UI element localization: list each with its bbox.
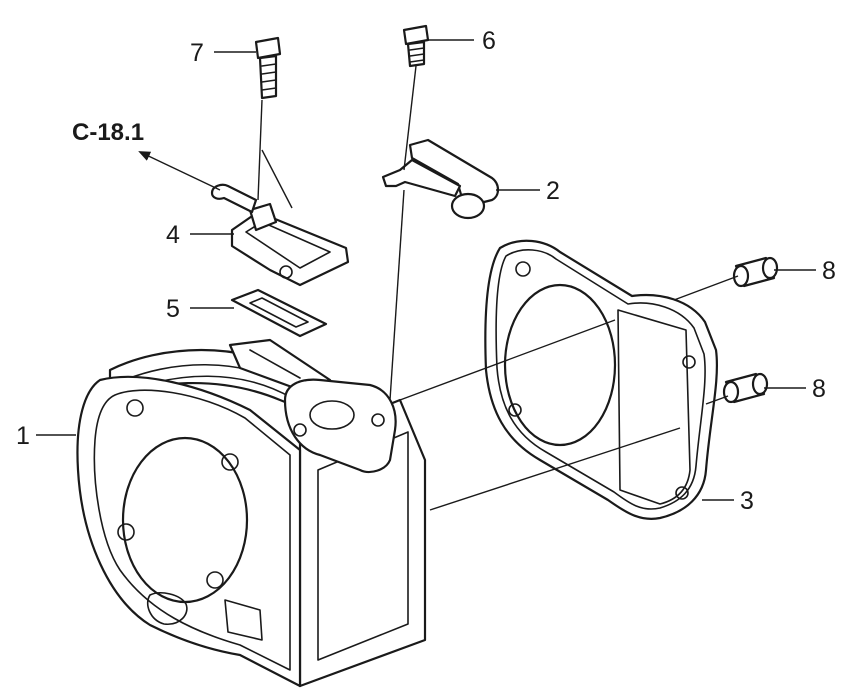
callout-7-number: 7 [190, 39, 204, 67]
assembly-lines [138, 65, 739, 511]
callout-3: 3 [702, 487, 754, 515]
callout-8-lower: 8 [764, 375, 826, 403]
callout-4-number: 4 [166, 221, 180, 249]
callout-2: 2 [496, 177, 560, 205]
callout-8-upper-number: 8 [822, 257, 836, 285]
cylinder-base-gasket [484, 239, 719, 520]
reed-valve-joint [210, 183, 350, 287]
upper-dowel-pin [732, 256, 779, 288]
callout-6: 6 [428, 27, 496, 55]
callout-2-number: 2 [546, 177, 560, 205]
callout-8-lower-number: 8 [812, 375, 826, 403]
lower-dowel-pin [722, 372, 769, 404]
callout-3-number: 3 [740, 487, 754, 515]
callout-6-number: 6 [482, 27, 496, 55]
callout-4: 4 [166, 221, 234, 249]
callout-7: 7 [190, 39, 256, 67]
callout-1: 1 [16, 422, 76, 450]
callout-5-number: 5 [166, 295, 180, 323]
cylinder [76, 338, 427, 688]
joint-gasket [230, 288, 328, 338]
bracket-bolt [402, 24, 430, 68]
oil-pipe-bracket [381, 138, 500, 220]
callout-5: 5 [166, 295, 234, 323]
reference-label: C-18.1 [72, 119, 144, 146]
callout-8-upper: 8 [774, 257, 836, 285]
callout-1-number: 1 [16, 422, 30, 450]
joint-bolt [254, 36, 282, 100]
